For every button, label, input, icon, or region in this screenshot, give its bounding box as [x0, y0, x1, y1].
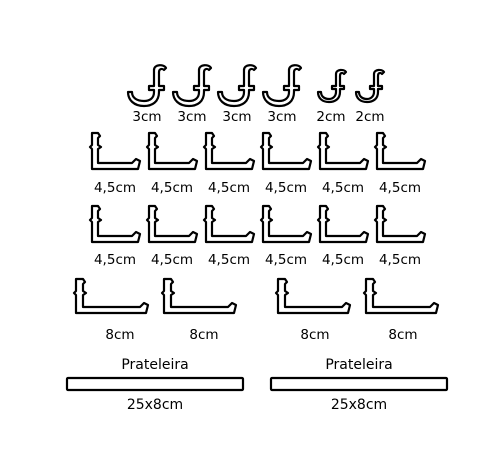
hook-3cm-shape: [171, 64, 213, 108]
hook-3cm-shape: [126, 64, 168, 108]
bracket-size-label: 8cm: [105, 327, 135, 343]
hook-2cm-shape: [316, 68, 348, 104]
bracket-8cm-shape: [72, 277, 150, 315]
bracket-4-5cm-shape: [145, 204, 199, 244]
bracket-4-5cm-shape: [259, 204, 313, 244]
bracket-4-5cm-shape: [88, 204, 142, 244]
bracket-size-label: 4,5cm: [378, 252, 422, 268]
bracket-size-label: 4,5cm: [150, 252, 194, 268]
bracket-size-label: 4,5cm: [150, 180, 194, 196]
shelf-size: 25x8cm: [330, 397, 388, 413]
bracket-size-label: 4,5cm: [93, 180, 137, 196]
shelf-title: Prateleira: [121, 357, 189, 373]
hook-size-label: 3cm: [132, 109, 162, 125]
hook-size-label: 3cm: [267, 109, 297, 125]
bracket-4-5cm-shape: [88, 131, 142, 171]
shelf-plank-shape: [65, 376, 245, 392]
bracket-4-5cm-shape: [373, 204, 427, 244]
shelf-plank-shape: [269, 376, 449, 392]
hook-3cm-shape: [216, 64, 258, 108]
hook-2cm-shape: [354, 68, 386, 104]
bracket-size-label: 8cm: [388, 327, 418, 343]
bracket-size-label: 4,5cm: [321, 252, 365, 268]
bracket-size-label: 4,5cm: [321, 180, 365, 196]
shelf-size: 25x8cm: [126, 397, 184, 413]
bracket-size-label: 8cm: [300, 327, 330, 343]
shelf-title: Prateleira: [325, 357, 393, 373]
bracket-size-label: 8cm: [189, 327, 219, 343]
hook-size-label: 2cm: [316, 109, 346, 125]
bracket-4-5cm-shape: [202, 204, 256, 244]
bracket-size-label: 4,5cm: [264, 252, 308, 268]
bracket-8cm-shape: [362, 277, 440, 315]
hook-3cm-shape: [261, 64, 303, 108]
bracket-size-label: 4,5cm: [93, 252, 137, 268]
hook-size-label: 2cm: [355, 109, 385, 125]
bracket-4-5cm-shape: [202, 131, 256, 171]
bracket-size-label: 4,5cm: [264, 180, 308, 196]
bracket-8cm-shape: [274, 277, 352, 315]
bracket-4-5cm-shape: [316, 204, 370, 244]
bracket-4-5cm-shape: [373, 131, 427, 171]
bracket-4-5cm-shape: [316, 131, 370, 171]
hook-size-label: 3cm: [222, 109, 252, 125]
bracket-4-5cm-shape: [145, 131, 199, 171]
hook-size-label: 3cm: [177, 109, 207, 125]
bracket-size-label: 4,5cm: [207, 252, 251, 268]
bracket-size-label: 4,5cm: [378, 180, 422, 196]
bracket-8cm-shape: [160, 277, 238, 315]
bracket-4-5cm-shape: [259, 131, 313, 171]
bracket-size-label: 4,5cm: [207, 180, 251, 196]
